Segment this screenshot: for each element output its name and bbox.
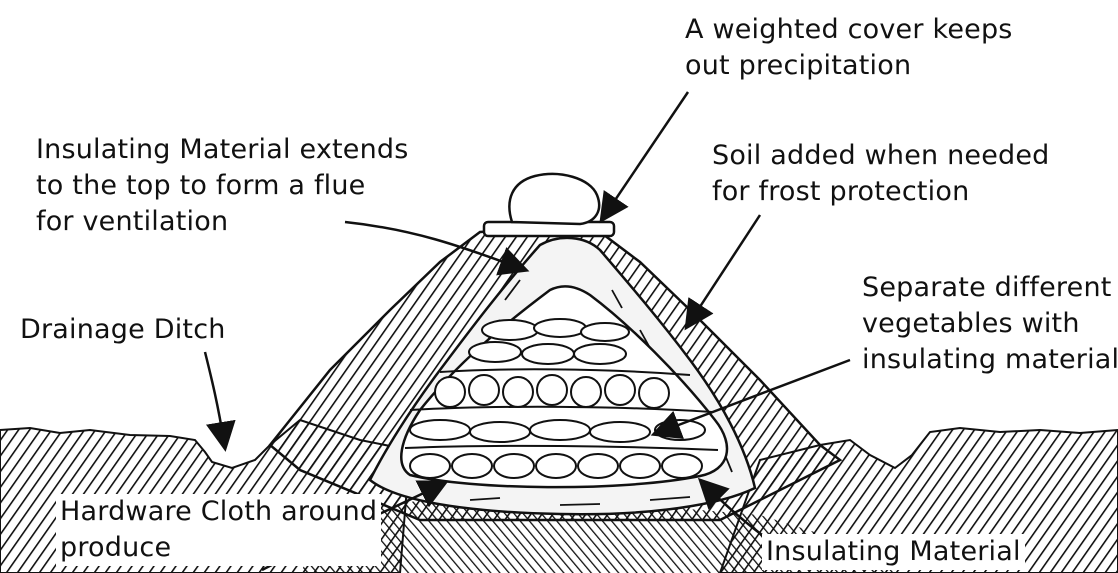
label-insulating-flue: Insulating Material extends to the top t… xyxy=(36,132,409,240)
arrow-drainage-ditch xyxy=(205,352,224,442)
label-hardware-cloth: Hardware Cloth around produce xyxy=(56,494,381,566)
label-soil-added: Soil added when needed for frost protect… xyxy=(712,138,1050,210)
arrow-weighted-cover xyxy=(605,92,688,215)
arrow-soil-added xyxy=(690,215,760,322)
cover-rock xyxy=(509,174,599,224)
label-weighted-cover: A weighted cover keeps out precipitation xyxy=(685,12,1013,84)
label-separate-vegetables: Separate different vegetables with insul… xyxy=(862,270,1118,378)
label-drainage-ditch: Drainage Ditch xyxy=(20,312,226,348)
label-insulating-material: Insulating Material xyxy=(762,534,1025,570)
